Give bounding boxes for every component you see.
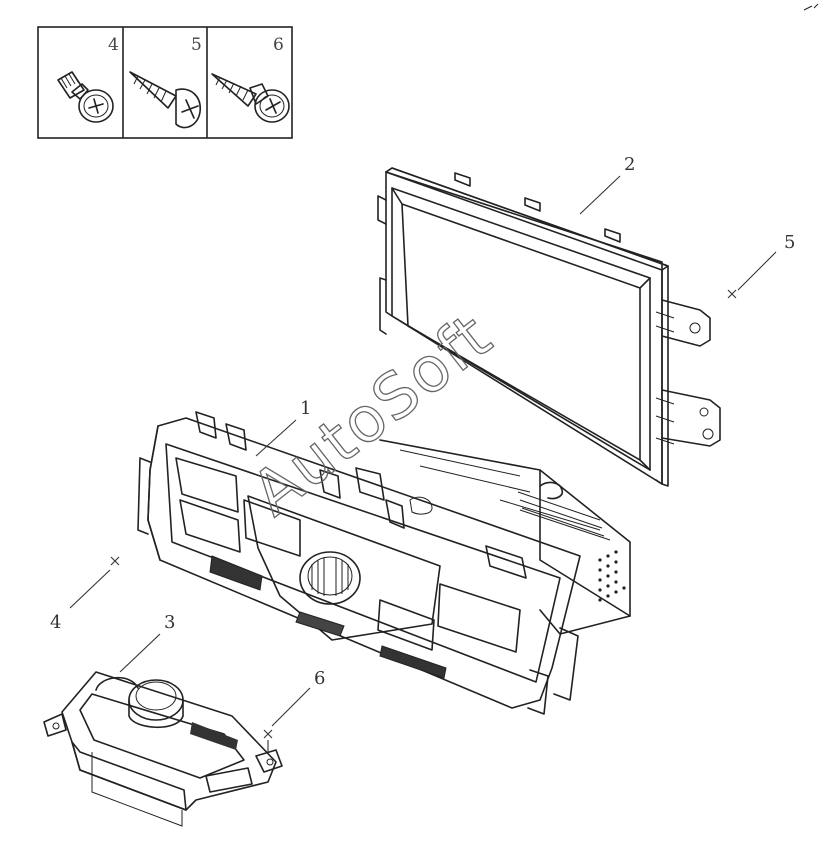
head-unit-part — [137, 411, 631, 715]
leader-line-1 — [255, 419, 297, 457]
display-screen-part — [377, 167, 721, 487]
legend-number-4: 4 — [108, 35, 119, 55]
legend-number-6: 6 — [273, 35, 284, 55]
fastener-marker-6 — [263, 729, 273, 739]
autosoft-watermark: AutoSoft — [238, 298, 507, 531]
fastener-legend: 4 5 6 — [37, 26, 293, 139]
leader-line-5 — [737, 251, 777, 291]
vent-holes — [598, 550, 626, 602]
machine-screw-icon — [57, 71, 114, 123]
callout-1: 1 — [300, 398, 311, 419]
leader-line-2 — [579, 175, 621, 215]
legend-number-5: 5 — [191, 35, 202, 55]
callout-6: 6 — [314, 668, 325, 689]
fastener-marker-4 — [110, 556, 120, 566]
leader-line-3 — [119, 633, 161, 673]
leader-line-4 — [69, 569, 111, 609]
fastener-marker-5 — [727, 289, 737, 299]
tapping-screw-icon — [129, 71, 201, 129]
callout-5: 5 — [784, 232, 795, 253]
callout-3: 3 — [164, 612, 175, 633]
control-module-part — [43, 671, 283, 827]
leader-line-6 — [271, 687, 311, 727]
corner-mark — [803, 3, 819, 11]
callout-4: 4 — [50, 612, 61, 633]
washer-screw-icon — [211, 73, 290, 123]
callout-2: 2 — [624, 154, 635, 175]
callouts: 1 2 3 4 5 6 — [50, 154, 795, 752]
watermark-text: AutoSoft — [238, 298, 505, 529]
